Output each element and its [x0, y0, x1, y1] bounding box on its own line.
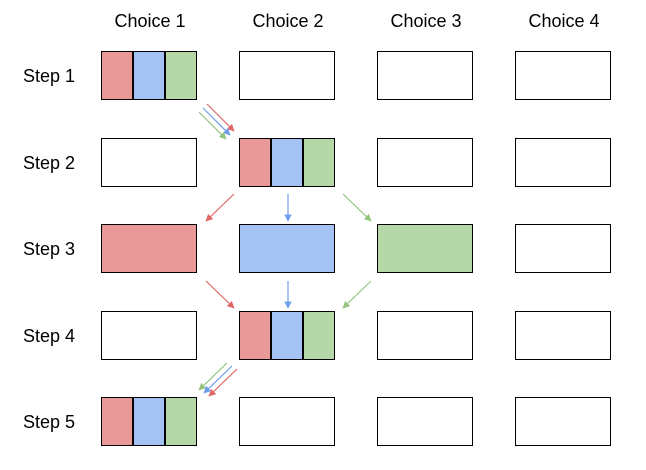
cell-step-4-choice-3: [377, 311, 473, 360]
blue-segment: [240, 225, 334, 272]
red-segment: [102, 52, 132, 99]
cell-step-2-choice-1: [101, 138, 197, 187]
column-header-choice-4: Choice 4: [528, 11, 600, 31]
cell-step-3-choice-3: [377, 224, 473, 273]
cell-step-1-choice-1: [101, 51, 197, 100]
red-segment: [102, 398, 132, 445]
arrow-blue-step4-to-step5: [203, 365, 233, 394]
cell-step-5-choice-2: [239, 397, 335, 446]
arrow-blue-step1-to-step2: [202, 107, 231, 136]
green-segment: [164, 52, 196, 99]
green-segment: [164, 398, 196, 445]
cell-step-4-choice-1: [101, 311, 197, 360]
cell-step-3-choice-2: [239, 224, 335, 273]
arrow-red-step4-to-step5: [208, 368, 238, 397]
row-header-step-2: Step 2: [22, 153, 76, 173]
arrow-green-step1-to-step2: [198, 111, 227, 140]
cell-step-4-choice-4: [515, 311, 611, 360]
row-header-step-5: Step 5: [22, 412, 76, 432]
cell-step-4-choice-2: [239, 311, 335, 360]
arrow-green-step2-to-step3: [342, 193, 372, 222]
green-segment: [302, 139, 334, 186]
blue-segment: [132, 52, 164, 99]
blue-segment: [132, 398, 164, 445]
red-segment: [102, 225, 196, 272]
row-header-step-4: Step 4: [22, 326, 76, 346]
row-header-step-3: Step 3: [22, 239, 76, 259]
cell-step-1-choice-3: [377, 51, 473, 100]
cell-step-2-choice-4: [515, 138, 611, 187]
cell-step-3-choice-1: [101, 224, 197, 273]
cell-step-1-choice-2: [239, 51, 335, 100]
green-segment: [302, 312, 334, 359]
arrow-green-step4-to-step5: [198, 362, 228, 391]
cell-step-1-choice-4: [515, 51, 611, 100]
red-segment: [240, 312, 270, 359]
blue-segment: [270, 139, 302, 186]
cell-step-5-choice-3: [377, 397, 473, 446]
arrow-red-step2-to-step3: [205, 193, 235, 222]
row-header-step-1: Step 1: [22, 66, 76, 86]
cell-step-2-choice-2: [239, 138, 335, 187]
arrow-red-step3-to-step4: [205, 280, 235, 309]
green-segment: [378, 225, 472, 272]
cell-step-3-choice-4: [515, 224, 611, 273]
cell-step-2-choice-3: [377, 138, 473, 187]
cell-step-5-choice-1: [101, 397, 197, 446]
cell-step-5-choice-4: [515, 397, 611, 446]
red-segment: [240, 139, 270, 186]
arrow-red-step1-to-step2: [206, 103, 235, 132]
arrow-green-step3-to-step4: [342, 280, 372, 309]
column-header-choice-3: Choice 3: [390, 11, 462, 31]
blue-segment: [270, 312, 302, 359]
column-header-choice-1: Choice 1: [114, 11, 186, 31]
column-header-choice-2: Choice 2: [252, 11, 324, 31]
